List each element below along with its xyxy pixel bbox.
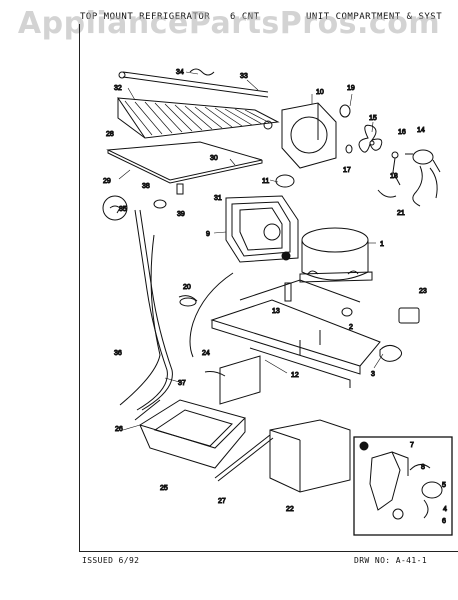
bottom-border: [79, 551, 458, 552]
callout-17: 17: [343, 167, 351, 174]
left-border: [79, 24, 80, 551]
callout-16: 16: [398, 129, 406, 136]
callout-3: 3: [371, 371, 375, 378]
callout-1: 1: [380, 241, 384, 248]
inset-callout-4: 4: [443, 506, 447, 513]
callout-22: 22: [286, 506, 294, 513]
callout-11: 11: [262, 178, 269, 185]
drawing-number: DRW NO: A-41-1: [354, 556, 428, 565]
drain-hoses: [102, 195, 173, 411]
callout-10: 10: [316, 89, 324, 96]
callout-14: 14: [417, 127, 425, 134]
inset-callout-8: 8: [421, 464, 425, 471]
callout-18: 18: [390, 173, 398, 180]
inset-callout-7: 7: [410, 442, 414, 449]
callout-12: 12: [291, 372, 299, 379]
callout-31: 31: [214, 195, 222, 202]
callout-19: 19: [347, 85, 355, 92]
callout-27: 27: [218, 498, 226, 505]
callout-15: 15: [369, 115, 377, 122]
condenser-coil: [116, 97, 280, 139]
header-section: UNIT COMPARTMENT & SYST: [306, 12, 443, 22]
callout-29: 29: [103, 178, 111, 185]
inset-callout-6: 6: [442, 518, 446, 525]
condenser-tube-assembly: [118, 68, 269, 98]
callout-36: 36: [114, 350, 122, 357]
issued-date: ISSUED 6/92: [82, 556, 140, 565]
callout-2: 2: [349, 324, 353, 331]
refrigerant-tubing: [178, 272, 292, 377]
header-title: TOP MOUNT REFRIGERATOR: [80, 12, 211, 22]
rear-cover-panel: [269, 419, 351, 493]
drip-tray: [106, 141, 263, 184]
callout-35: 35: [119, 206, 127, 213]
callout-26: 26: [115, 426, 123, 433]
grommets-and-clips: [153, 104, 353, 209]
callout-20: 20: [183, 284, 191, 291]
callout-28: 28: [106, 131, 114, 138]
base-rails: [210, 279, 381, 405]
callout-9: 9: [206, 231, 210, 238]
callout-23: 23: [419, 288, 427, 295]
page-header: TOP MOUNT REFRIGERATOR 6 CNT UNIT COMPAR…: [80, 12, 458, 26]
callout-39: 39: [177, 211, 185, 218]
condenser-loop: [225, 195, 299, 263]
mounting-hardware: [341, 307, 420, 362]
leader-lines: [118, 71, 384, 431]
condenser-fan: [358, 124, 441, 207]
callout-32: 32: [114, 85, 122, 92]
callout-13: 13: [272, 308, 280, 315]
inset-callout-5: 5: [442, 482, 446, 489]
fan-shroud: [281, 102, 337, 169]
callout-21: 21: [397, 210, 405, 217]
callout-24: 24: [202, 350, 210, 357]
drain-pan: [134, 399, 274, 482]
callout-37: 37: [178, 380, 186, 387]
callout-34: 34: [176, 69, 184, 76]
callout-33: 33: [240, 73, 248, 80]
detail-inset: [353, 436, 453, 536]
callout-25: 25: [160, 485, 168, 492]
watermark: AppliancePartsPros.com: [17, 6, 441, 41]
compressor: [281, 227, 373, 283]
callout-30: 30: [210, 155, 218, 162]
callout-38: 38: [142, 183, 150, 190]
header-model: 6 CNT: [230, 12, 260, 22]
